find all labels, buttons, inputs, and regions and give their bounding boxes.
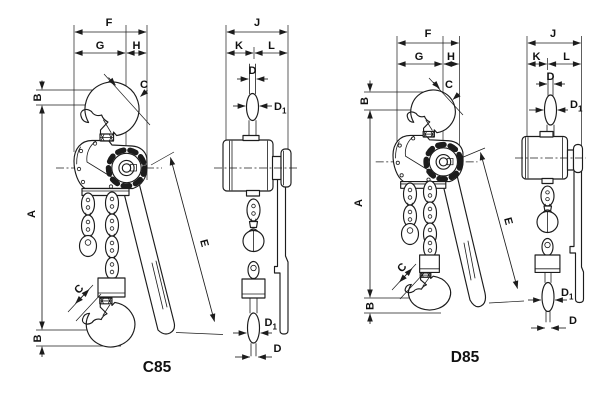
- dim-label-d1-bottom-sub: 1: [273, 323, 278, 332]
- drawing-c85: F G H B A B C: [26, 17, 298, 376]
- dim-label-f: F: [106, 17, 113, 29]
- c85-side-view: J K L D D 1: [214, 17, 298, 360]
- dim-label-d1-top: D: [274, 101, 282, 113]
- dim-label-j: J: [550, 28, 556, 40]
- dim-label-l: L: [268, 40, 275, 52]
- dim-label-h: H: [133, 40, 141, 52]
- housing-side: [214, 134, 298, 197]
- top-hook-edge: [245, 63, 260, 141]
- dim-label-k: K: [533, 51, 541, 63]
- housing-side: [515, 130, 586, 185]
- dim-label-d-top: D: [249, 65, 257, 77]
- dim-label-c-top: C: [140, 79, 148, 91]
- d85-side-view: J K L D D 1: [515, 28, 586, 331]
- lever-bar-side: [569, 165, 585, 304]
- dim-label-g: G: [96, 40, 105, 52]
- dim-label-b-bottom: B: [32, 334, 44, 342]
- handwheel-disc: [572, 143, 584, 174]
- side-chain: [534, 185, 561, 323]
- dim-label-j: J: [254, 17, 260, 29]
- dim-label-a: A: [353, 199, 365, 207]
- dim-label-d-bottom: D: [569, 315, 577, 327]
- lever-bar-side: [273, 160, 289, 335]
- dim-label-b-bottom: B: [365, 302, 377, 310]
- c85-front-view: F G H B A B C: [26, 17, 224, 357]
- dim-label-e: E: [197, 238, 210, 248]
- dim-label-d1-bottom-sub: 1: [569, 293, 574, 302]
- dim-label-d1-top: D: [570, 99, 578, 111]
- dim-label-d1-bottom: D: [265, 317, 273, 329]
- dim-label-d-bottom: D: [274, 343, 282, 355]
- dim-label-d1-bottom: D: [561, 287, 569, 299]
- dim-label-c-top: C: [445, 79, 453, 91]
- dim-label-k: K: [235, 40, 243, 52]
- drawing-d85: F G H B A B C: [353, 28, 586, 366]
- dim-label-h: H: [447, 51, 455, 63]
- dim-label-d1-top-sub: 1: [282, 107, 287, 116]
- d85-front-view: F G H B A B C: [353, 28, 525, 324]
- dim-label-d-top: D: [547, 71, 555, 83]
- dim-label-d1-top-sub: 1: [578, 105, 583, 114]
- dim-label-b-top: B: [32, 93, 44, 101]
- side-chain: [241, 198, 266, 357]
- dim-label-a: A: [26, 210, 38, 218]
- handwheel-hub: [566, 149, 575, 171]
- caption-d85: D85: [451, 349, 480, 366]
- bottom-hook-edge: [541, 281, 555, 313]
- bottom-hook-edge: [246, 312, 261, 344]
- dim-label-g: G: [415, 51, 424, 63]
- dim-label-f: F: [425, 28, 432, 40]
- top-hook-edge: [543, 73, 558, 138]
- caption-c85: C85: [143, 359, 172, 376]
- dim-label-l: L: [563, 51, 570, 63]
- dim-label-b-top: B: [359, 97, 371, 105]
- dim-label-e: E: [501, 216, 514, 226]
